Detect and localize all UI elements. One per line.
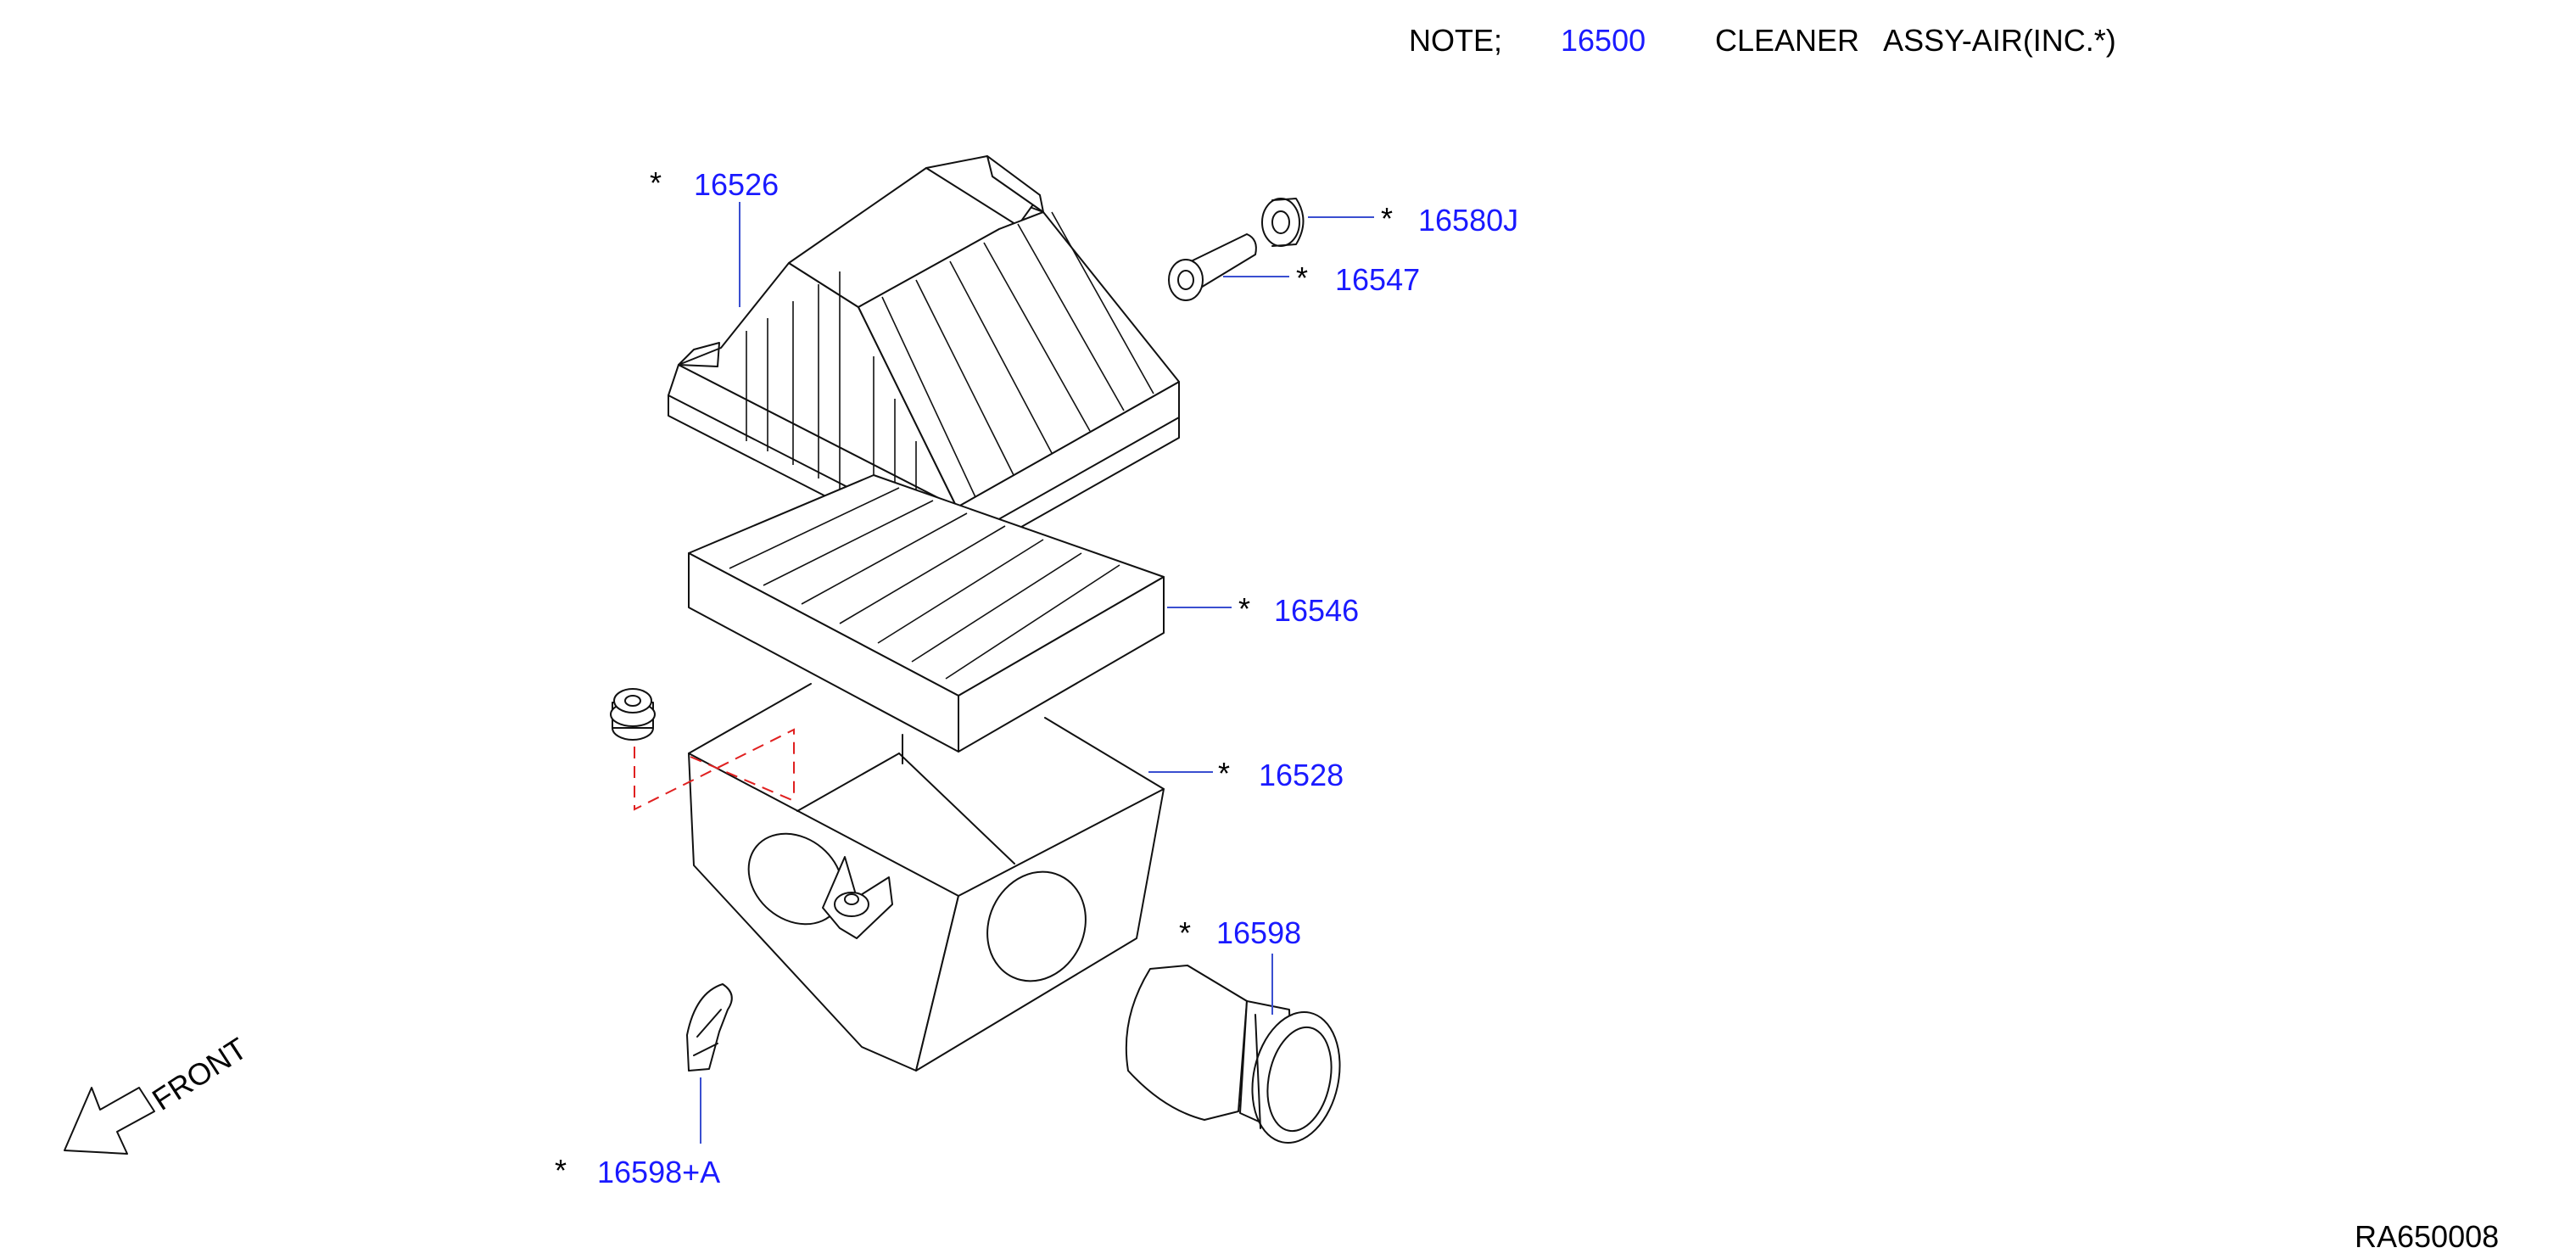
callout-marker: * xyxy=(1381,201,1393,236)
callout-marker: * xyxy=(650,165,662,200)
callout-16526: * 16526 xyxy=(650,165,779,202)
lower-body-drawing xyxy=(688,683,1165,1072)
part-number-16546[interactable]: 16546 xyxy=(1274,593,1359,628)
part-number-16598[interactable]: 16598 xyxy=(1216,915,1301,950)
note-part-number[interactable]: 16500 xyxy=(1561,23,1646,58)
clip-drawing xyxy=(686,983,733,1072)
part-number-16547[interactable]: 16547 xyxy=(1335,262,1420,297)
note-description: CLEANER ASSY-AIR(INC.*) xyxy=(1715,23,2116,58)
front-indicator: FRONT xyxy=(64,1031,253,1155)
filter-element-drawing xyxy=(688,474,1165,753)
part-number-16526[interactable]: 16526 xyxy=(694,167,779,202)
callout-16598: * 16598 xyxy=(1179,915,1301,950)
note-header: NOTE; 16500 CLEANER ASSY-AIR(INC.*) xyxy=(1409,23,2116,58)
diagram-reference-code: RA650008 xyxy=(2355,1219,2499,1254)
callout-marker: * xyxy=(1238,591,1250,626)
callout-16547: * 16547 xyxy=(1296,260,1420,297)
part-number-16598-plus-a[interactable]: 16598+A xyxy=(597,1155,720,1189)
inlet-duct-drawing xyxy=(1125,965,1341,1144)
front-label: FRONT xyxy=(146,1031,253,1117)
callout-marker: * xyxy=(1218,756,1230,791)
callout-marker: * xyxy=(1296,260,1308,295)
callout-16546: * 16546 xyxy=(1238,591,1359,628)
callout-16598A: * 16598+A xyxy=(555,1153,720,1189)
callout-marker: * xyxy=(1179,915,1191,950)
rubber-mount-drawing xyxy=(610,688,795,811)
bolt-drawing xyxy=(1168,233,1257,301)
callout-16580J: * 16580J xyxy=(1381,201,1518,238)
callout-16528: * 16528 xyxy=(1218,756,1344,792)
note-prefix: NOTE; xyxy=(1409,23,1502,58)
callout-marker: * xyxy=(555,1153,567,1188)
part-number-16528[interactable]: 16528 xyxy=(1259,758,1344,792)
grommet-drawing xyxy=(1261,198,1305,247)
front-arrow-icon xyxy=(64,1087,155,1155)
leader-lines xyxy=(700,202,1374,1144)
part-number-16580J[interactable]: 16580J xyxy=(1418,203,1518,238)
